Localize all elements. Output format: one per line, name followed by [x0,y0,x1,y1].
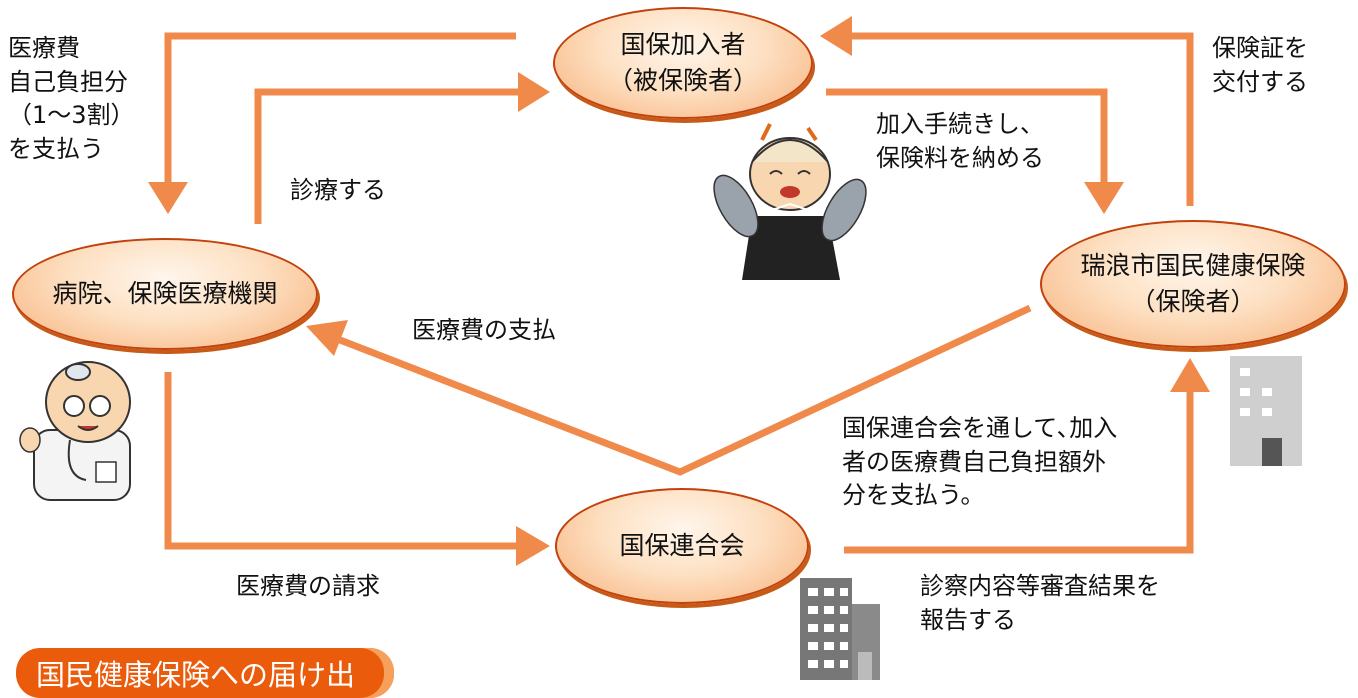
arrow-enroll [826,88,1108,182]
arrowhead-pay-medical [306,320,348,356]
label-pay-copay-line1: 医療費 [8,34,80,62]
node-hospital-line1: 病院、保険医療機関 [52,278,278,308]
label-report: 診察内容等審査結果を 報告する [920,570,1160,637]
arrowhead-issue-card [820,16,852,56]
arrowhead-enroll [1084,182,1124,214]
label-report-line2: 報告する [920,605,1016,634]
label-union-pay-line2: 者の医療費自己負担額外 [842,447,1106,476]
label-pay-copay: 医療費 自己負担分 （1～3割） を支払う [8,32,135,166]
label-union-pay: 国保連合会を通して､加入 者の医療費自己負担額外 分を支払う。 [842,412,1117,513]
node-insured: 国保加入者 （被保険者） [553,7,813,119]
section-title: 国民健康保険への届け出 [36,658,356,692]
node-insured-line1: 国保加入者 [620,29,746,59]
arrowhead-claim [516,526,550,566]
arrow-pay-medical [338,304,1032,476]
label-treat-line1: 診療する [290,176,386,204]
label-pay-copay-line2: 自己負担分 [8,67,128,96]
node-union: 国保連合会 [555,488,809,604]
label-issue-card: 保険証を 交付する [1212,32,1308,99]
label-issue-card-line2: 交付する [1212,67,1308,96]
node-insured-line2: （被保険者） [607,66,758,95]
label-enroll-line2: 保険料を納める [876,143,1044,172]
label-union-pay-line3: 分を支払う。 [842,481,985,510]
label-pay-medical-line1: 医療費の支払 [412,316,556,344]
arrowhead-treat [518,72,550,112]
section-title-badge: 国民健康保険への届け出 [16,648,394,698]
doctor-illustration [19,361,131,501]
node-city-line1: 瑞浪市国民健康保険 [1080,250,1306,280]
label-enroll: 加入手続きし、 保険料を納める [876,108,1044,175]
label-report-line1: 診察内容等審査結果を [920,572,1160,600]
arrow-treat [254,88,520,224]
arrowhead-pay-copay [148,182,188,214]
arrow-report [844,390,1194,554]
label-pay-medical: 医療費の支払 [412,314,556,348]
node-union-line1: 国保連合会 [619,530,745,560]
label-pay-copay-line4: を支払う [8,134,104,163]
label-pay-copay-line3: （1～3割） [8,101,135,130]
label-claim-line1: 医療費の請求 [236,572,380,600]
arrow-pay-copay [164,32,516,182]
label-union-pay-line1: 国保連合会を通して､加入 [842,414,1118,442]
node-city-line2: （保険者） [1130,287,1256,316]
node-hospital: 病院、保険医療機関 [12,238,318,350]
node-city: 瑞浪市国民健康保険 （保険者） [1040,220,1346,348]
arrowhead-report [1170,358,1210,392]
arrow-issue-card [850,32,1194,206]
office-building-icon [1230,356,1302,466]
fishmonger-illustration [713,123,867,280]
label-issue-card-line1: 保険証を [1212,34,1308,62]
flow-arrows [19,16,1302,680]
label-treat: 診療する [290,174,386,208]
label-enroll-line1: 加入手続きし、 [876,110,1044,138]
label-claim: 医療費の請求 [236,570,380,604]
arrow-claim [164,372,518,550]
